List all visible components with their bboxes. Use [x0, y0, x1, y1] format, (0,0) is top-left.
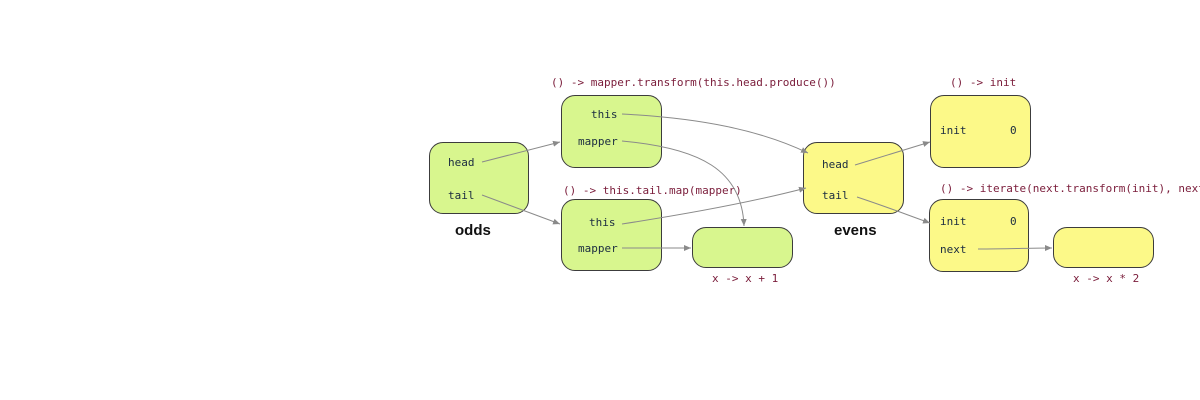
odds-tail-thunk-caption: () -> this.tail.map(mapper): [563, 184, 742, 197]
evens-tail-thunk-caption: () -> iterate(next.transform(init), next…: [940, 182, 1200, 195]
evens-head-thunk-node: [930, 95, 1031, 168]
evens-title: evens: [834, 222, 877, 239]
odds-tail-thunk-this-label: this: [589, 216, 616, 229]
evens-tail-thunk-node: [929, 199, 1029, 272]
evens-head-label: head: [822, 158, 849, 171]
times-two-function-node: [1053, 227, 1154, 268]
odds-tail-label: tail: [448, 189, 475, 202]
times-two-function-caption: x -> x * 2: [1073, 272, 1140, 285]
odds-head-thunk-caption: () -> mapper.transform(this.head.produce…: [551, 76, 836, 89]
evens-head-thunk-init-label: init: [940, 124, 967, 137]
odds-tail-thunk-mapper-label: mapper: [578, 242, 618, 255]
plus-one-function-node: [692, 227, 793, 268]
odds-head-thunk-this-label: this: [591, 108, 618, 121]
odds-title: odds: [455, 222, 491, 239]
odds-head-label: head: [448, 156, 475, 169]
evens-tail-label: tail: [822, 189, 849, 202]
odds-head-thunk-mapper-label: mapper: [578, 135, 618, 148]
odds-tail-thunk-node: [561, 199, 662, 271]
evens-tail-thunk-init-label: init: [940, 215, 967, 228]
evens-node: [803, 142, 904, 214]
evens-head-thunk-init-value: 0: [1010, 124, 1017, 137]
evens-tail-thunk-next-label: next: [940, 243, 967, 256]
odds-node: [429, 142, 529, 214]
odds-head-thunk-node: [561, 95, 662, 168]
plus-one-function-caption: x -> x + 1: [712, 272, 779, 285]
evens-tail-thunk-init-value: 0: [1010, 215, 1017, 228]
evens-head-thunk-caption: () -> init: [950, 76, 1017, 89]
